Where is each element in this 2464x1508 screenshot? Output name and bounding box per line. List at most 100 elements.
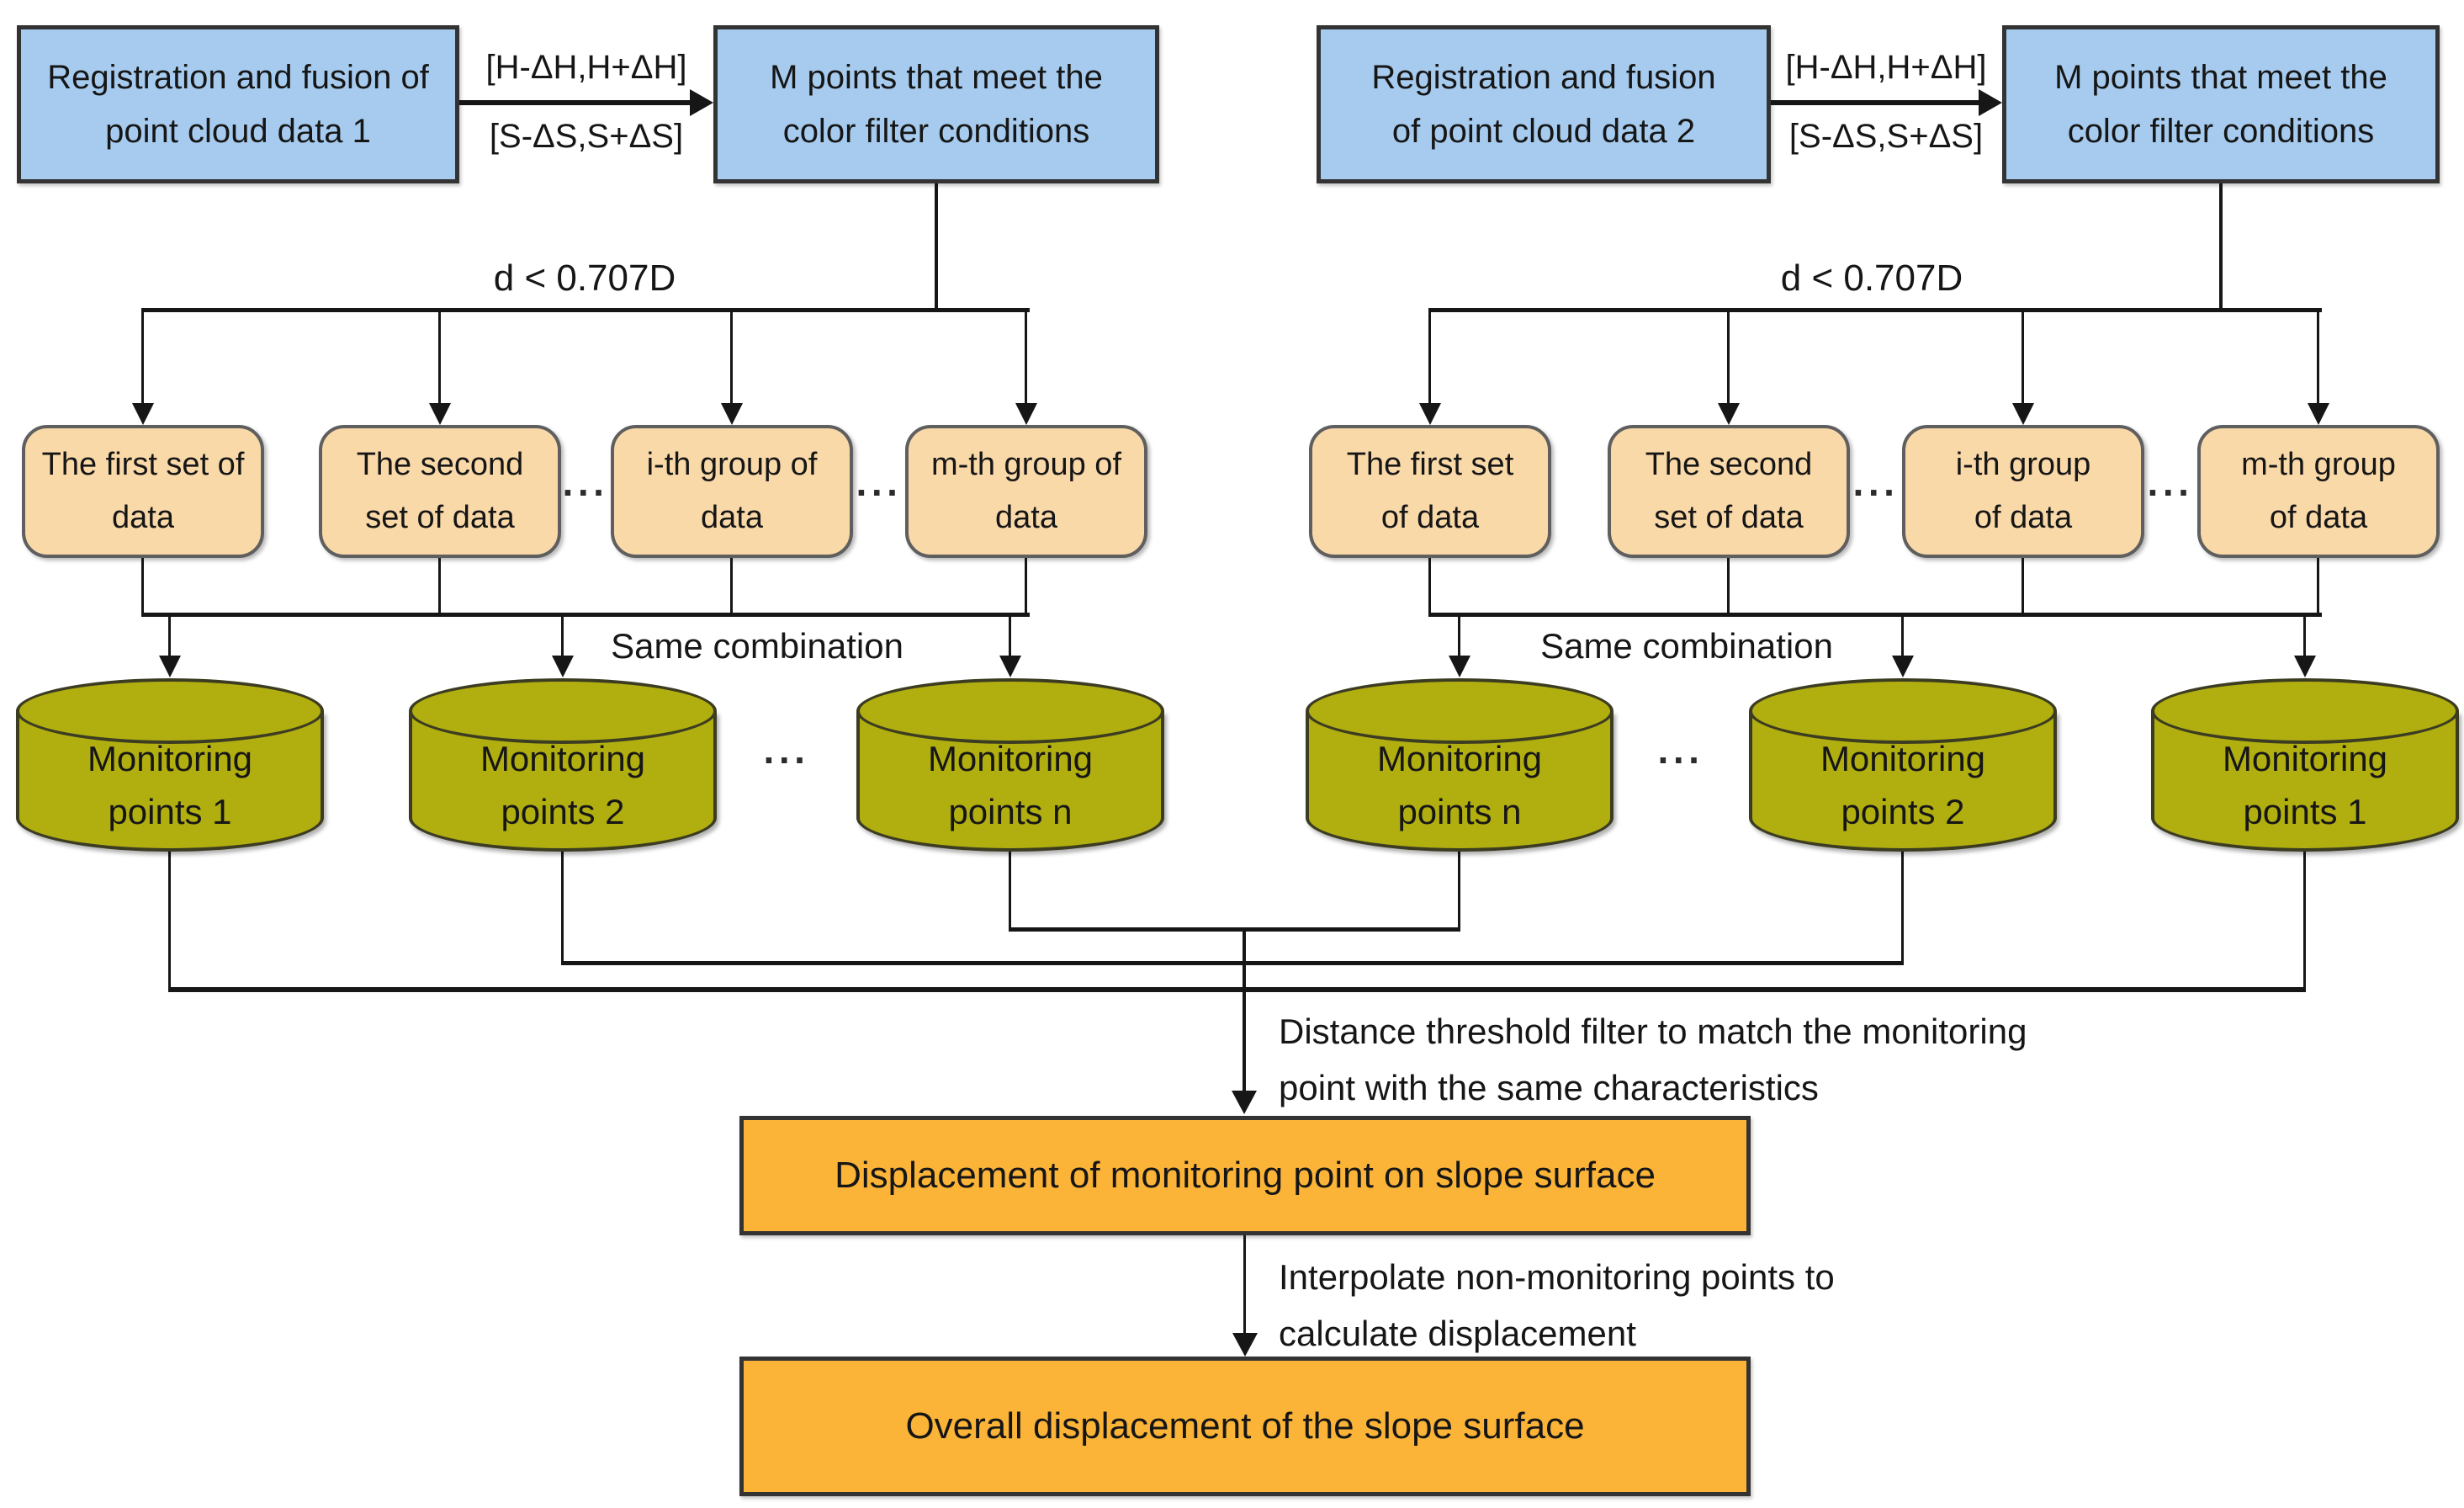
- cylinder-top: [409, 678, 717, 744]
- node-text-line: data: [701, 500, 763, 535]
- node-text-line: Monitoring: [927, 739, 1094, 778]
- node-text-line: points n: [948, 792, 1073, 831]
- arrowhead-down-icon: [1232, 1091, 1257, 1114]
- node-text-line: m-th group of: [931, 447, 1121, 483]
- distance-filter-label-line1: Distance threshold filter to match the m…: [1279, 1012, 2027, 1051]
- node-text-line: set of data: [1654, 500, 1804, 535]
- connector-line: [141, 558, 144, 614]
- connector-line: [1243, 1235, 1246, 1335]
- arrowhead-down-icon: [2294, 656, 2316, 677]
- connector-line: [730, 558, 733, 614]
- cylinder-label: Monitoring points 1: [16, 732, 324, 838]
- node-group-first-left: The first set of data: [22, 425, 264, 558]
- connector-line: [2022, 558, 2024, 614]
- connector-bus: [1009, 927, 1460, 932]
- connector-line: [1901, 852, 1904, 965]
- db-monitoring-points-2-left: Monitoring points 2: [409, 678, 717, 852]
- cylinder-top: [856, 678, 1164, 744]
- cylinder-label: Monitoring points n: [1306, 732, 1614, 838]
- connector-line: [141, 312, 144, 403]
- hue-interval-label-left: [H-ΔH,H+ΔH]: [485, 49, 687, 86]
- connector-line: [2317, 312, 2319, 403]
- cylinder-label: Monitoring points 2: [409, 732, 717, 838]
- connector-line: [168, 617, 171, 657]
- cylinder-top: [1749, 678, 2057, 744]
- arrowhead-down-icon: [429, 403, 451, 425]
- arrowhead-down-icon: [1015, 403, 1037, 425]
- arrowhead-down-icon: [159, 656, 181, 677]
- connector-bus: [1428, 613, 2322, 617]
- connector-bus: [141, 308, 1030, 312]
- node-registration-fusion-1: Registration and fusion of point cloud d…: [17, 25, 459, 183]
- arrowhead-down-icon: [1892, 656, 1914, 677]
- arrowhead-down-icon: [2012, 403, 2034, 425]
- arrowhead-right-icon: [690, 89, 713, 116]
- ellipsis: ···: [763, 738, 810, 782]
- connector-line: [1428, 312, 1431, 403]
- distance-threshold-label-left: d < 0.707D: [493, 258, 676, 299]
- node-text-line: The second: [356, 447, 524, 483]
- connector-line: [1428, 558, 1431, 614]
- node-displacement-monitoring-point: Displacement of monitoring point on slop…: [739, 1116, 1751, 1235]
- ellipsis: ···: [562, 470, 609, 514]
- connector-line: [1009, 617, 1011, 657]
- cylinder-label: Monitoring points 1: [2151, 732, 2459, 838]
- connector-line: [2317, 558, 2319, 614]
- node-text-line: color filter conditions: [782, 113, 1090, 150]
- connector-bus: [168, 987, 2306, 992]
- hue-interval-label-right: [H-ΔH,H+ΔH]: [1785, 49, 1987, 86]
- node-text-line: m-th group: [2241, 447, 2396, 483]
- arrowhead-down-icon: [552, 656, 574, 677]
- arrowhead-down-icon: [1718, 403, 1740, 425]
- node-text-line: Monitoring: [2222, 739, 2388, 778]
- saturation-interval-label-left: [S-ΔS,S+ΔS]: [489, 118, 684, 155]
- saturation-interval-label-right: [S-ΔS,S+ΔS]: [1788, 118, 1984, 155]
- node-text-line: Monitoring: [1820, 739, 1986, 778]
- node-text-line: color filter conditions: [2067, 113, 2375, 150]
- cylinder-top: [1306, 678, 1614, 744]
- arrowhead-right-icon: [1979, 89, 2002, 116]
- connector-line: [2022, 312, 2024, 403]
- connector-line: [1727, 558, 1730, 614]
- connector-line: [1771, 100, 1980, 105]
- connector-line: [2303, 852, 2306, 991]
- same-combination-label-left: Same combination: [611, 626, 903, 666]
- node-text-line: point cloud data 1: [105, 113, 371, 150]
- connector-line: [1458, 617, 1460, 657]
- node-text-line: points 2: [1841, 792, 1965, 831]
- connector-bus: [141, 613, 1030, 617]
- interpolate-label-line1: Interpolate non-monitoring points to: [1279, 1257, 1835, 1297]
- node-text-line: data: [112, 500, 174, 535]
- node-text-line: Overall displacement of the slope surfac…: [905, 1405, 1585, 1447]
- same-combination-label-right: Same combination: [1540, 626, 1833, 666]
- node-text-line: The second: [1645, 447, 1813, 483]
- node-text-line: of data: [1974, 500, 2073, 535]
- connector-line: [730, 312, 733, 403]
- connector-line: [1901, 617, 1904, 657]
- cylinder-top: [2151, 678, 2459, 744]
- node-text-line: Monitoring: [1376, 739, 1543, 778]
- node-text-line: points 1: [108, 792, 232, 831]
- node-text-line: points 1: [2243, 792, 2367, 831]
- node-group-second-left: The second set of data: [319, 425, 561, 558]
- db-monitoring-points-n-right: Monitoring points n: [1306, 678, 1614, 852]
- node-text-line: of data: [2269, 500, 2368, 535]
- node-text-line: M points that meet the: [2054, 59, 2387, 96]
- connector-line: [168, 852, 171, 991]
- node-text-line: Monitoring: [480, 739, 646, 778]
- connector-line: [561, 852, 564, 965]
- cylinder-label: Monitoring points n: [856, 732, 1164, 838]
- arrowhead-down-icon: [1232, 1333, 1258, 1357]
- node-text-line: points n: [1397, 792, 1522, 831]
- ellipsis: ···: [856, 470, 903, 514]
- node-text-line: of data: [1380, 500, 1480, 535]
- connector-bus: [561, 961, 1904, 965]
- node-text-line: i-th group of: [646, 447, 818, 483]
- cylinder-label: Monitoring points 2: [1749, 732, 2057, 838]
- arrowhead-down-icon: [999, 656, 1021, 677]
- db-monitoring-points-1-left: Monitoring points 1: [16, 678, 324, 852]
- node-group-mth-right: m-th group of data: [2197, 425, 2440, 558]
- arrowhead-down-icon: [1419, 403, 1441, 425]
- connector-line: [438, 312, 441, 403]
- db-monitoring-points-2-right: Monitoring points 2: [1749, 678, 2057, 852]
